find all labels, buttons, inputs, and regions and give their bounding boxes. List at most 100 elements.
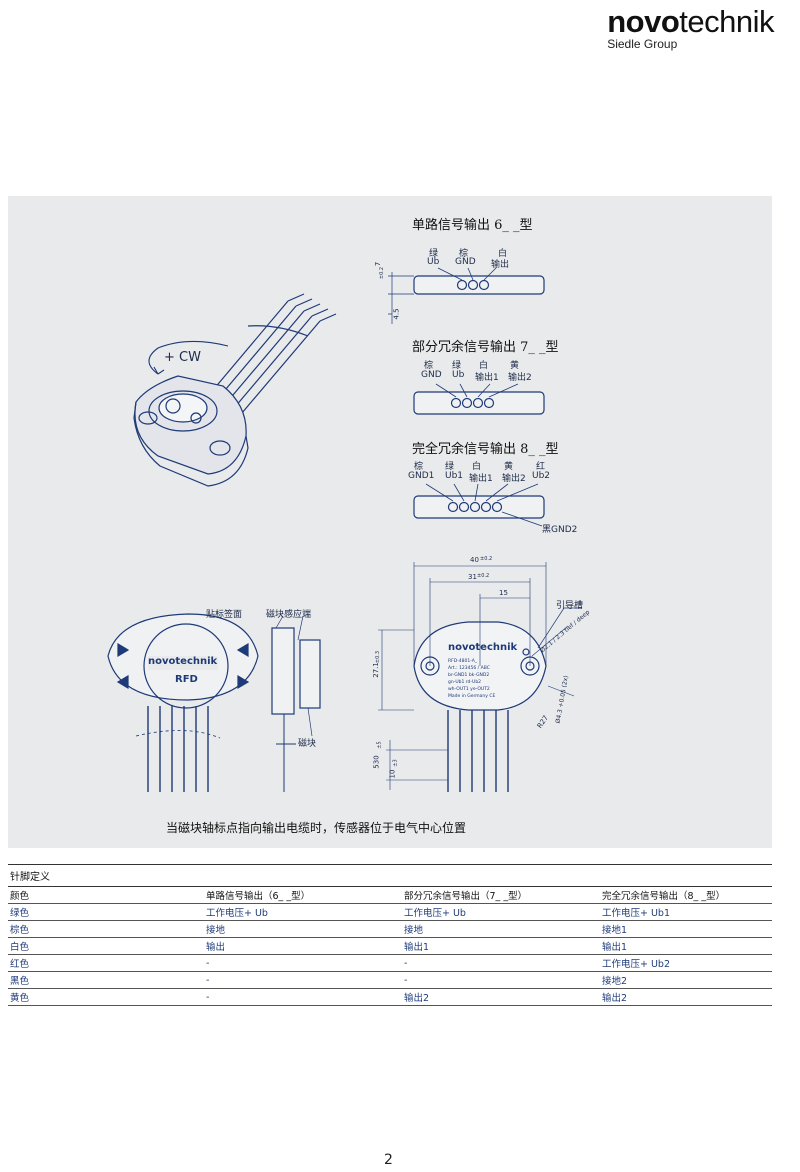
header-cell: 部分冗余信号输出（7_ _型） bbox=[402, 887, 600, 904]
front-view-left bbox=[107, 613, 259, 792]
label-lead-groove: 引导槽 bbox=[556, 601, 584, 611]
dim-10: 10 bbox=[388, 769, 397, 779]
table-cell: 输出2 bbox=[600, 988, 772, 1006]
v8-color-4: 黄 bbox=[504, 462, 514, 472]
iso-wires bbox=[207, 293, 337, 421]
v7-signal-4: 输出2 bbox=[508, 373, 532, 383]
table-cell: - bbox=[402, 954, 600, 972]
v8-color-3: 白 bbox=[472, 462, 482, 472]
dim-7: 7 bbox=[374, 261, 383, 267]
dim-4-5: 4.5 bbox=[392, 308, 401, 320]
rotation-label: + CW bbox=[164, 350, 201, 365]
v6-color-3: 白 bbox=[498, 249, 508, 259]
nameplate-line: Art.: 123456 / ABC bbox=[448, 666, 490, 671]
drawing-svg bbox=[107, 267, 582, 792]
v8-extra-pin: 黑GND2 bbox=[542, 525, 578, 535]
table-cell: 红色 bbox=[8, 954, 204, 972]
v6-color-2: 棕 bbox=[459, 249, 469, 259]
table-cell: 接地 bbox=[204, 920, 402, 938]
table-cell: 白色 bbox=[8, 937, 204, 955]
pin-table: 颜色 单路信号输出（6_ _型） 部分冗余信号输出（7_ _型） 完全冗余信号输… bbox=[8, 887, 772, 1006]
nameplate: RFD-4801-A_ Art.: 123456 / ABC br-GND1 b… bbox=[448, 658, 495, 700]
dim-7-tol: ±0.2 bbox=[379, 266, 386, 280]
v8-signal-3: 输出1 bbox=[469, 474, 493, 484]
v6-signal-2: GND bbox=[455, 257, 476, 267]
brand-name: novotechnik bbox=[607, 4, 774, 39]
table-cell: 工作电压+ Ub bbox=[204, 903, 402, 921]
v7-signal-2: Ub bbox=[452, 370, 465, 380]
table-cell: 黄色 bbox=[8, 988, 204, 1006]
table-cell: 工作电压+ Ub1 bbox=[600, 903, 772, 921]
front-left-logo: novotechnik bbox=[148, 656, 218, 667]
table-row: 白色 输出 输出1 输出1 bbox=[8, 937, 772, 955]
v7-color-1: 棕 bbox=[424, 361, 434, 371]
pin-definition-section: 针脚定义 颜色 单路信号输出（6_ _型） 部分冗余信号输出（7_ _型） 完全… bbox=[8, 864, 772, 1006]
table-cell: - bbox=[204, 971, 402, 989]
dim-27-1-tol: ±0.3 bbox=[375, 650, 382, 664]
nameplate-line: Made in Germany CE bbox=[448, 694, 496, 699]
v8-color-5: 红 bbox=[536, 462, 546, 472]
table-cell: 输出1 bbox=[600, 937, 772, 955]
header-cell: 颜色 bbox=[8, 887, 204, 904]
dim-15: 15 bbox=[499, 589, 508, 597]
v7-signal-3: 输出1 bbox=[475, 373, 499, 383]
front-left-rfd: RFD bbox=[175, 674, 198, 685]
nameplate-line: br-GND1 bk-GND2 bbox=[448, 673, 490, 678]
dim-40: 40 bbox=[470, 556, 479, 564]
page-number: 2 bbox=[384, 1152, 393, 1168]
variant7-title: 部分冗余信号输出 7_ _型 bbox=[412, 340, 559, 355]
variant8-title: 完全冗余信号输出 8_ _型 bbox=[412, 442, 559, 457]
dim-530: 530 bbox=[372, 755, 381, 769]
iso-sensor-body bbox=[133, 375, 249, 487]
pin-table-title: 针脚定义 bbox=[8, 864, 772, 887]
dim-27-1: 27.1 bbox=[371, 662, 380, 678]
side-profile bbox=[271, 615, 321, 792]
front-right-logo: novotechnik bbox=[448, 642, 518, 653]
nameplate-line: wh-OUT1 ye-OUT2 bbox=[448, 687, 490, 692]
label-sticker-face: 贴标签面 bbox=[206, 610, 243, 620]
table-row: 棕色 接地 接地 接地1 bbox=[8, 920, 772, 938]
table-cell: 黑色 bbox=[8, 971, 204, 989]
table-row: 黑色 - - 接地2 bbox=[8, 971, 772, 989]
v8-signal-5: Ub2 bbox=[532, 471, 551, 481]
table-row: 绿色 工作电压+ Ub 工作电压+ Ub 工作电压+ Ub1 bbox=[8, 903, 772, 921]
v8-signal-1: GND1 bbox=[408, 471, 435, 481]
table-header-row: 颜色 单路信号输出（6_ _型） 部分冗余信号输出（7_ _型） 完全冗余信号输… bbox=[8, 887, 772, 904]
variant8-side-view bbox=[413, 483, 545, 527]
variant7-side-view bbox=[413, 383, 545, 415]
v7-signal-1: GND bbox=[421, 370, 442, 380]
v6-signal-3: 输出 bbox=[491, 260, 510, 270]
v8-signal-4: 输出2 bbox=[502, 474, 526, 484]
table-cell: 输出 bbox=[204, 937, 402, 955]
v8-color-2: 绿 bbox=[445, 462, 455, 472]
table-cell: 棕色 bbox=[8, 920, 204, 938]
v6-color-1: 绿 bbox=[429, 249, 439, 259]
nameplate-line: RFD-4801-A_ bbox=[448, 659, 478, 664]
table-cell: 接地2 bbox=[600, 971, 772, 989]
v7-color-3: 白 bbox=[479, 361, 489, 371]
brand-logo: novotechnik Siedle Group bbox=[607, 4, 774, 52]
table-cell: 工作电压+ Ub bbox=[402, 903, 600, 921]
table-cell: 输出2 bbox=[402, 988, 600, 1006]
table-cell: 工作电压+ Ub2 bbox=[600, 954, 772, 972]
header-cell: 完全冗余信号输出（8_ _型） bbox=[600, 887, 772, 904]
rotation-arrow bbox=[148, 340, 229, 375]
label-sensing-face: 磁块感应端 bbox=[266, 610, 312, 620]
dim-530-tol: ±5 bbox=[376, 741, 383, 749]
table-cell: 接地 bbox=[402, 920, 600, 938]
table-row: 红色 - - 工作电压+ Ub2 bbox=[8, 954, 772, 972]
dim-31: 31 bbox=[468, 573, 477, 581]
v8-color-1: 棕 bbox=[414, 462, 424, 472]
brand-subtitle: Siedle Group bbox=[607, 37, 678, 51]
v7-color-2: 绿 bbox=[452, 361, 462, 371]
dim-31-tol: ±0.2 bbox=[477, 573, 490, 579]
header-cell: 单路信号输出（6_ _型） bbox=[204, 887, 402, 904]
table-row: 黄色 - 输出2 输出2 bbox=[8, 988, 772, 1006]
figure-caption: 当磁块轴标点指向输出电缆时，传感器位于电气中心位置 bbox=[166, 821, 467, 835]
v7-color-4: 黄 bbox=[510, 361, 520, 371]
table-cell: 输出1 bbox=[402, 937, 600, 955]
table-cell: - bbox=[204, 988, 402, 1006]
front-view-dimensioned bbox=[378, 562, 582, 792]
variant6-side-view bbox=[388, 267, 545, 324]
table-cell: 绿色 bbox=[8, 903, 204, 921]
